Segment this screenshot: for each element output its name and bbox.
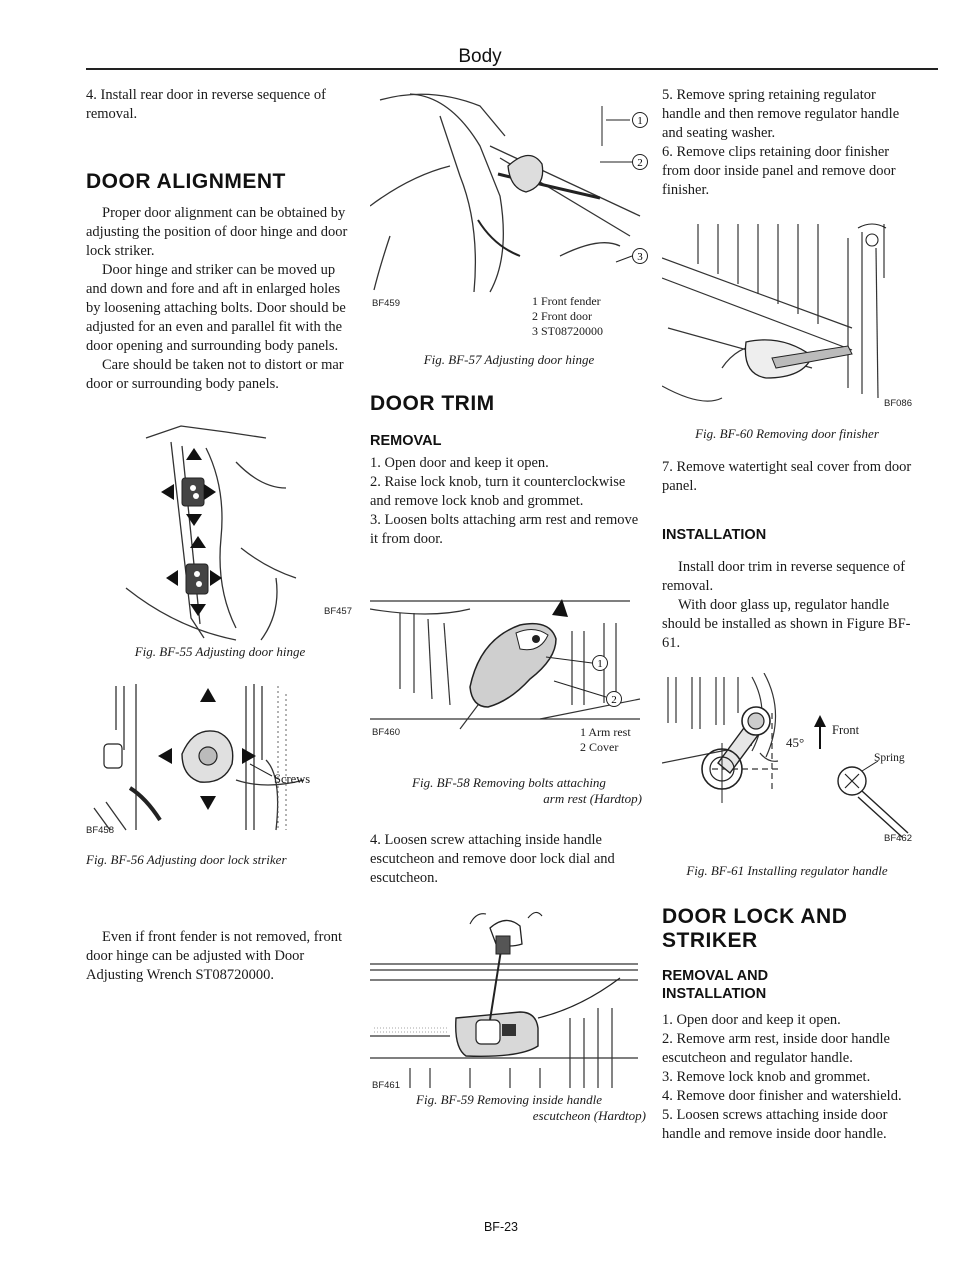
col1-step-4: 4. Install rear door in reverse sequence… xyxy=(86,87,326,122)
fig61-code: BF462 xyxy=(884,833,912,844)
fig57-code: BF459 xyxy=(372,298,400,309)
fig57-legend-1: 1 Front fender xyxy=(532,294,601,308)
fig61-spring-label: Spring xyxy=(874,752,905,764)
lock-step-2: 2. Remove arm rest, inside door handle e… xyxy=(662,1031,890,1066)
column-left: 4. Install rear door in reverse sequence… xyxy=(86,86,354,985)
fig60-code: BF086 xyxy=(884,398,912,409)
installation-heading: INSTALLATION xyxy=(662,527,767,543)
fig61-caption: Fig. BF-61 Installing regulator handle xyxy=(686,863,888,878)
fig61-angle-label: 45° xyxy=(786,735,805,750)
figure-bf-59: BF461 xyxy=(370,908,648,1092)
fig56-screws-label: Screws xyxy=(274,772,311,786)
lock-step-5: 5. Loosen screws attaching inside door h… xyxy=(662,1107,888,1142)
fig61-front-label: Front xyxy=(832,723,860,737)
door-lock-heading-line-2: STRIKER xyxy=(662,929,758,952)
fig59-caption-line-2: escutcheon (Hardtop) xyxy=(532,1108,646,1123)
fig57-legend-3: 3 ST08720000 xyxy=(532,324,604,338)
trim-step-6: 6. Remove clips retaining door finisher … xyxy=(662,144,896,198)
fig58-legend-2: 2 Cover xyxy=(580,740,619,754)
fig60-caption: Fig. BF-60 Removing door finisher xyxy=(695,426,879,441)
removal-installation-heading-line-1: REMOVAL AND xyxy=(662,968,769,984)
lock-step-3: 3. Remove lock knob and grommet. xyxy=(662,1069,871,1085)
door-alignment-para-3: Care should be taken not to distort or m… xyxy=(86,357,344,392)
fig56-caption: Fig. BF-56 Adjusting door lock striker xyxy=(86,852,287,867)
trim-step-3: 3. Loosen bolts attaching arm rest and r… xyxy=(370,512,639,547)
fig58-legend-1: 1 Arm rest xyxy=(580,725,631,739)
door-alignment-para-1: Proper door alignment can be obtained by… xyxy=(86,205,348,259)
page-number-row: BF-23 xyxy=(0,1218,960,1236)
column-right: 5. Remove spring retaining regulator han… xyxy=(662,86,912,1144)
fig55-code: BF457 xyxy=(324,606,352,617)
figure-bf-58: 1 2 BF460 1 Arm rest 2 Cover xyxy=(370,579,648,754)
fig55-caption: Fig. BF-55 Adjusting door hinge xyxy=(134,644,306,659)
trim-step-7: 7. Remove watertight seal cover from doo… xyxy=(662,459,912,494)
trim-step-4: 4. Loosen screw attaching inside handle … xyxy=(370,832,615,886)
page-header-title: Body xyxy=(458,46,502,67)
fig57-callout-3: 3 xyxy=(637,251,643,263)
door-trim-heading: DOOR TRIM xyxy=(370,392,495,415)
fig57-callout-1: 1 xyxy=(637,115,643,127)
regulator-handle-illustration xyxy=(662,673,909,838)
installation-para-1: Install door trim in reverse sequence of… xyxy=(662,559,906,594)
arm-rest-illustration: 1 2 xyxy=(370,599,641,730)
fig58-callout-2: 2 xyxy=(611,694,617,706)
lock-step-4: 4. Remove door finisher and watershield. xyxy=(662,1088,902,1104)
figure-bf-56: Screws BF458 xyxy=(86,680,354,838)
door-hinge-illustration xyxy=(125,425,297,641)
door-lock-heading-line-1: DOOR LOCK AND xyxy=(662,905,848,928)
fig59-code: BF461 xyxy=(372,1080,400,1091)
col1-closing-paragraph: Even if front fender is not removed, fro… xyxy=(86,929,342,983)
page-number: BF-23 xyxy=(483,1220,519,1234)
door-finisher-illustration xyxy=(662,223,887,402)
fig57-legend: 1 Front fender 2 Front door 3 ST08720000 xyxy=(532,294,603,339)
fig59-caption-line-1: Fig. BF-59 Removing inside handle xyxy=(416,1092,602,1107)
fig58-callout-1: 1 xyxy=(597,658,603,670)
fig57-legend-2: 2 Front door xyxy=(532,309,592,323)
fig57-caption: Fig. BF-57 Adjusting door hinge xyxy=(423,352,595,367)
trim-step-1: 1. Open door and keep it open. xyxy=(370,455,549,471)
installation-para-2: With door glass up, regulator handle sho… xyxy=(662,597,911,651)
lock-step-1: 1. Open door and keep it open. xyxy=(662,1012,841,1028)
column-middle: 1 2 3 BF459 1 Front fender 2 Front door … xyxy=(370,86,648,1124)
fig58-code: BF460 xyxy=(372,727,400,738)
door-alignment-para-2: Door hinge and striker can be moved up a… xyxy=(86,262,346,354)
fig57-callout-2: 2 xyxy=(637,157,643,169)
fig56-code: BF458 xyxy=(86,825,114,836)
removal-heading: REMOVAL xyxy=(370,433,442,449)
trim-step-5: 5. Remove spring retaining regulator han… xyxy=(662,87,900,141)
hinge-wrench-illustration: 1 2 3 xyxy=(370,93,648,293)
figure-bf-55: BF457 xyxy=(86,418,354,644)
trim-step-2: 2. Raise lock knob, turn it counterclock… xyxy=(370,474,626,509)
fig58-caption-line-2: arm rest (Hardtop) xyxy=(543,791,642,806)
door-lock-striker-illustration xyxy=(93,684,305,831)
escutcheon-illustration xyxy=(370,911,638,1088)
removal-installation-heading-line-2: INSTALLATION xyxy=(662,986,767,1002)
fig58-legend: 1 Arm rest 2 Cover xyxy=(580,725,631,755)
fig58-caption-line-1: Fig. BF-58 Removing bolts attaching xyxy=(412,775,606,790)
figure-bf-57: 1 2 3 BF459 1 Front fender 2 Front door … xyxy=(370,86,648,338)
door-alignment-heading: DOOR ALIGNMENT xyxy=(86,170,286,193)
figure-bf-61: 45° Front Spring BF462 xyxy=(662,673,912,844)
figure-bf-60: BF086 xyxy=(662,218,912,414)
header-rule xyxy=(86,68,938,70)
